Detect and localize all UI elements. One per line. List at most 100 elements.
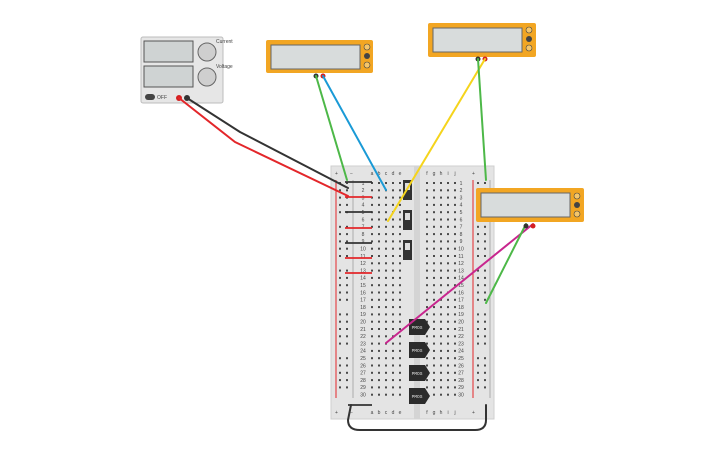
breadboard-hole[interactable] bbox=[399, 379, 401, 382]
breadboard-hole[interactable] bbox=[426, 218, 428, 221]
breadboard-hole[interactable] bbox=[440, 342, 442, 345]
breadboard-hole[interactable] bbox=[385, 240, 387, 243]
breadboard-hole[interactable] bbox=[454, 291, 456, 294]
breadboard-hole[interactable] bbox=[454, 371, 456, 374]
breadboard-hole[interactable] bbox=[378, 328, 380, 330]
breadboard-hole[interactable] bbox=[346, 284, 348, 287]
breadboard-hole[interactable] bbox=[440, 225, 442, 228]
breadboard-hole[interactable] bbox=[399, 393, 401, 396]
breadboard-hole[interactable] bbox=[433, 218, 435, 221]
breadboard-hole[interactable] bbox=[477, 371, 479, 374]
breadboard-hole[interactable] bbox=[477, 269, 479, 272]
breadboard-hole[interactable] bbox=[447, 189, 449, 192]
breadboard-hole[interactable] bbox=[378, 349, 380, 352]
breadboard-hole[interactable] bbox=[484, 386, 486, 389]
breadboard-hole[interactable] bbox=[346, 320, 348, 323]
breadboard-hole[interactable] bbox=[440, 182, 442, 184]
power-button[interactable] bbox=[145, 94, 155, 100]
breadboard-hole[interactable] bbox=[454, 379, 456, 382]
breadboard-hole[interactable] bbox=[447, 379, 449, 382]
breadboard-hole[interactable] bbox=[426, 225, 428, 228]
breadboard-hole[interactable] bbox=[440, 255, 442, 257]
breadboard-hole[interactable] bbox=[426, 298, 428, 301]
breadboard-hole[interactable] bbox=[378, 342, 380, 345]
breadboard-hole[interactable] bbox=[339, 313, 341, 316]
multimeter-1-mode-ohm[interactable] bbox=[363, 61, 371, 69]
breadboard-hole[interactable] bbox=[433, 357, 435, 360]
breadboard-hole[interactable] bbox=[433, 189, 435, 192]
breadboard-hole[interactable] bbox=[454, 255, 456, 257]
breadboard-hole[interactable] bbox=[399, 233, 401, 236]
breadboard-hole[interactable] bbox=[447, 357, 449, 360]
breadboard-hole[interactable] bbox=[454, 320, 456, 323]
breadboard-hole[interactable] bbox=[378, 284, 380, 287]
breadboard-hole[interactable] bbox=[440, 349, 442, 352]
breadboard-hole[interactable] bbox=[371, 371, 373, 374]
breadboard-hole[interactable] bbox=[378, 357, 380, 360]
breadboard-hole[interactable] bbox=[399, 276, 401, 279]
breadboard-hole[interactable] bbox=[399, 357, 401, 360]
breadboard-hole[interactable] bbox=[385, 335, 387, 338]
breadboard-hole[interactable] bbox=[440, 371, 442, 374]
breadboard-hole[interactable] bbox=[484, 284, 486, 287]
breadboard-hole[interactable] bbox=[346, 342, 348, 345]
breadboard-hole[interactable] bbox=[378, 298, 380, 301]
breadboard-hole[interactable] bbox=[399, 284, 401, 287]
breadboard-hole[interactable] bbox=[392, 189, 394, 192]
breadboard-hole[interactable] bbox=[454, 225, 456, 228]
breadboard-hole[interactable] bbox=[371, 393, 373, 396]
breadboard-hole[interactable] bbox=[346, 364, 348, 367]
breadboard-hole[interactable] bbox=[447, 313, 449, 316]
breadboard-hole[interactable] bbox=[378, 320, 380, 323]
breadboard-hole[interactable] bbox=[433, 328, 435, 330]
breadboard-hole[interactable] bbox=[378, 218, 380, 221]
breadboard-hole[interactable] bbox=[433, 320, 435, 323]
multimeter-3-mode-a[interactable] bbox=[573, 192, 581, 200]
multimeter-2-mode-v[interactable] bbox=[526, 36, 532, 42]
breadboard-hole[interactable] bbox=[454, 182, 456, 184]
breadboard-hole[interactable] bbox=[399, 342, 401, 345]
breadboard-hole[interactable] bbox=[433, 364, 435, 367]
breadboard-hole[interactable] bbox=[426, 276, 428, 279]
multimeter-2-mode-ohm[interactable] bbox=[525, 44, 533, 52]
breadboard-hole[interactable] bbox=[440, 357, 442, 360]
breadboard-hole[interactable] bbox=[346, 298, 348, 301]
breadboard-hole[interactable] bbox=[477, 284, 479, 287]
breadboard-hole[interactable] bbox=[440, 393, 442, 396]
breadboard-hole[interactable] bbox=[371, 225, 373, 228]
breadboard-hole[interactable] bbox=[484, 269, 486, 272]
breadboard-hole[interactable] bbox=[378, 189, 380, 192]
breadboard-hole[interactable] bbox=[454, 393, 456, 396]
breadboard-hole[interactable] bbox=[392, 240, 394, 243]
breadboard-hole[interactable] bbox=[339, 211, 341, 214]
breadboard-hole[interactable] bbox=[371, 247, 373, 250]
breadboard-hole[interactable] bbox=[484, 357, 486, 360]
breadboard-hole[interactable] bbox=[440, 218, 442, 221]
breadboard-hole[interactable] bbox=[447, 393, 449, 396]
breadboard-hole[interactable] bbox=[477, 335, 479, 338]
breadboard-hole[interactable] bbox=[378, 255, 380, 257]
breadboard-hole[interactable] bbox=[378, 393, 380, 396]
power-supply[interactable]: Current Voltage OFF bbox=[140, 36, 233, 104]
current-knob[interactable] bbox=[197, 42, 217, 62]
breadboard-hole[interactable] bbox=[371, 342, 373, 345]
breadboard-hole[interactable] bbox=[440, 386, 442, 389]
breadboard-hole[interactable] bbox=[378, 276, 380, 279]
breadboard-hole[interactable] bbox=[447, 247, 449, 250]
breadboard-hole[interactable] bbox=[385, 393, 387, 396]
breadboard-hole[interactable] bbox=[447, 335, 449, 338]
breadboard-hole[interactable] bbox=[399, 349, 401, 352]
breadboard-hole[interactable] bbox=[346, 276, 348, 279]
breadboard-hole[interactable] bbox=[378, 313, 380, 316]
breadboard-hole[interactable] bbox=[339, 364, 341, 367]
breadboard-hole[interactable] bbox=[339, 342, 341, 345]
breadboard-hole[interactable] bbox=[454, 211, 456, 214]
breadboard-hole[interactable] bbox=[454, 196, 456, 199]
breadboard-hole[interactable] bbox=[454, 284, 456, 287]
breadboard-hole[interactable] bbox=[426, 335, 428, 338]
breadboard-hole[interactable] bbox=[447, 182, 449, 184]
breadboard-hole[interactable] bbox=[433, 393, 435, 396]
breadboard-hole[interactable] bbox=[477, 357, 479, 360]
breadboard-hole[interactable] bbox=[346, 269, 348, 272]
